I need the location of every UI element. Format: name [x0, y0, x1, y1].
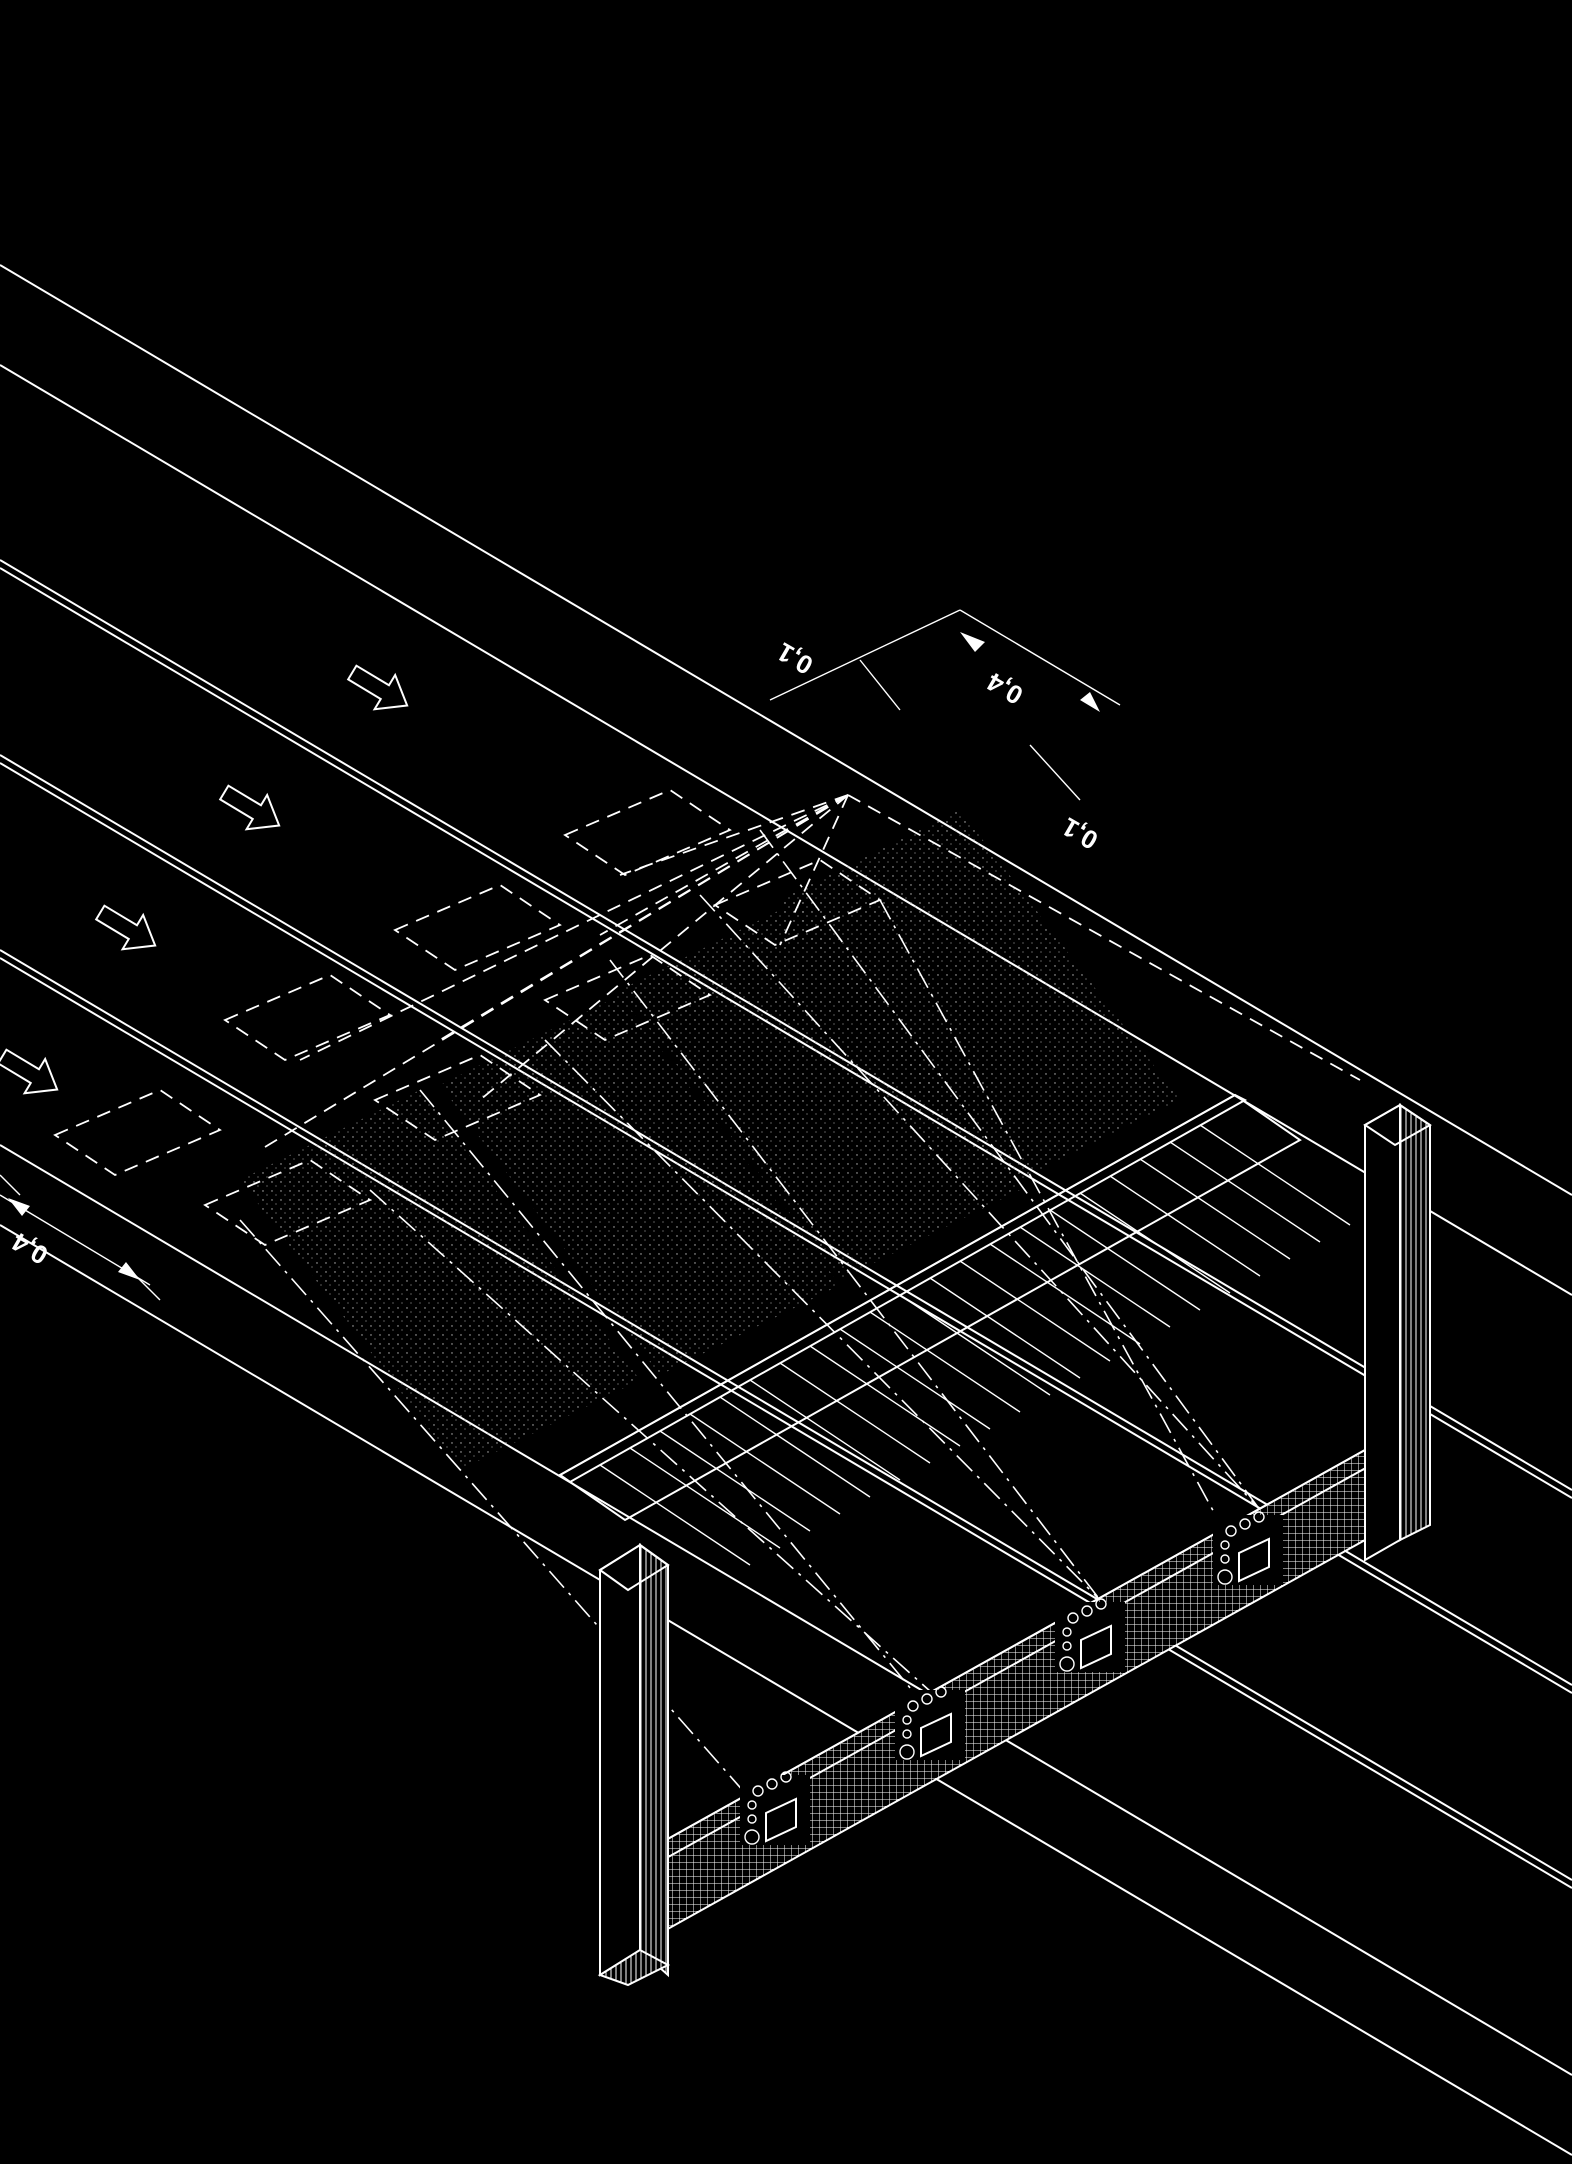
direction-arrows: [0, 664, 409, 1095]
camera-view-lines: [239, 829, 1261, 1811]
direction-arrow-icon: [94, 904, 157, 951]
gantry-right-post: [1363, 1103, 1432, 1562]
dimension-label-lane-top: 0,4: [981, 666, 1028, 710]
gantry-left-post: [597, 1543, 671, 1987]
gantry-top-grid: [558, 1093, 1351, 1566]
dashed-detection-boxes: [53, 788, 882, 1247]
camera-units: [740, 1511, 1283, 1845]
road-lines: [0, 264, 1572, 2156]
camera-unit-icon: [1213, 1511, 1283, 1585]
dimension-lines: [0, 609, 1121, 1301]
direction-arrow-icon: [346, 664, 409, 711]
camera-unit-icon: [740, 1771, 810, 1845]
camera-unit-icon: [895, 1686, 965, 1760]
camera-unit-icon: [1055, 1598, 1125, 1672]
direction-arrow-icon: [218, 784, 281, 831]
projection-rays: [259, 794, 1361, 1151]
detection-zones: [240, 810, 1180, 1470]
dimension-label-gap-top: 0,1: [772, 637, 818, 681]
dimension-label-gap-right: 0,1: [1057, 812, 1103, 856]
direction-arrow-icon: [0, 1048, 59, 1095]
